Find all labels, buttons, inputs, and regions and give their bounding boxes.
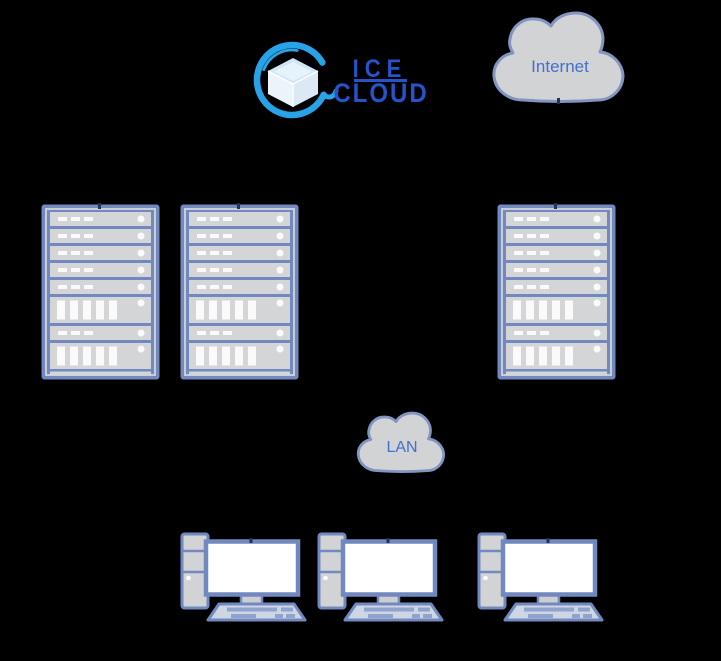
logo-brand-line2: CLOUD: [333, 78, 429, 109]
server-rack-icon: [496, 202, 617, 381]
server-rack-icon: [179, 202, 300, 381]
logo-brand-line1: ICE: [352, 54, 408, 83]
desktop-computer-icon: [315, 530, 455, 622]
desktop-computer-icon: [475, 530, 615, 622]
lan-label: LAN: [386, 439, 418, 456]
desktop-computer-icon: [178, 530, 318, 622]
ice-cube-swirl-icon: [253, 41, 339, 119]
server-rack-icon: [40, 202, 161, 381]
logo-underline: [354, 79, 407, 82]
internet-label: Internet: [531, 57, 589, 76]
cloud-icon: [492, 11, 625, 104]
